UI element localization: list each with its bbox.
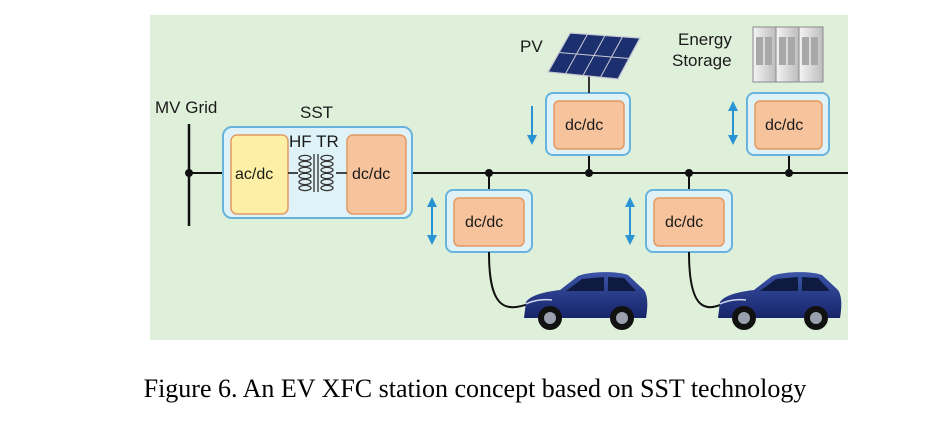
mv-grid-label: MV Grid — [155, 98, 217, 117]
pv-label: PV — [520, 37, 543, 56]
energy-storage-label-line2: Storage — [672, 51, 732, 70]
battery-cabinet-icon — [752, 26, 824, 83]
storage-converter-block: dc/dc — [746, 92, 830, 156]
charger-1-dcdc-label: dc/dc — [465, 214, 503, 231]
sst-label: SST — [300, 103, 333, 122]
acdc-converter — [230, 134, 289, 215]
solar-panel-icon — [546, 32, 642, 93]
transformer-icon — [298, 154, 334, 192]
sst-dcdc-label: dc/dc — [352, 166, 390, 183]
sst-block: ac/dc dc/dc HF TR — [222, 126, 413, 219]
sst-dcdc-converter — [346, 134, 407, 215]
electric-car-1-icon — [524, 272, 648, 330]
hf-tr-label: HF TR — [289, 132, 339, 151]
figure-caption: Figure 6. An EV XFC station concept base… — [143, 374, 807, 403]
charger-2-dcdc-label: dc/dc — [665, 214, 703, 231]
pv-dcdc-label: dc/dc — [565, 117, 603, 134]
charger-1-block: dc/dc — [445, 189, 533, 253]
charger-2-block: dc/dc — [645, 189, 733, 253]
storage-dcdc-label: dc/dc — [765, 117, 803, 134]
electric-car-2-icon — [718, 272, 842, 330]
energy-storage-label-line1: Energy — [678, 30, 732, 49]
acdc-label: ac/dc — [235, 166, 273, 183]
pv-converter-block: dc/dc — [545, 92, 631, 156]
